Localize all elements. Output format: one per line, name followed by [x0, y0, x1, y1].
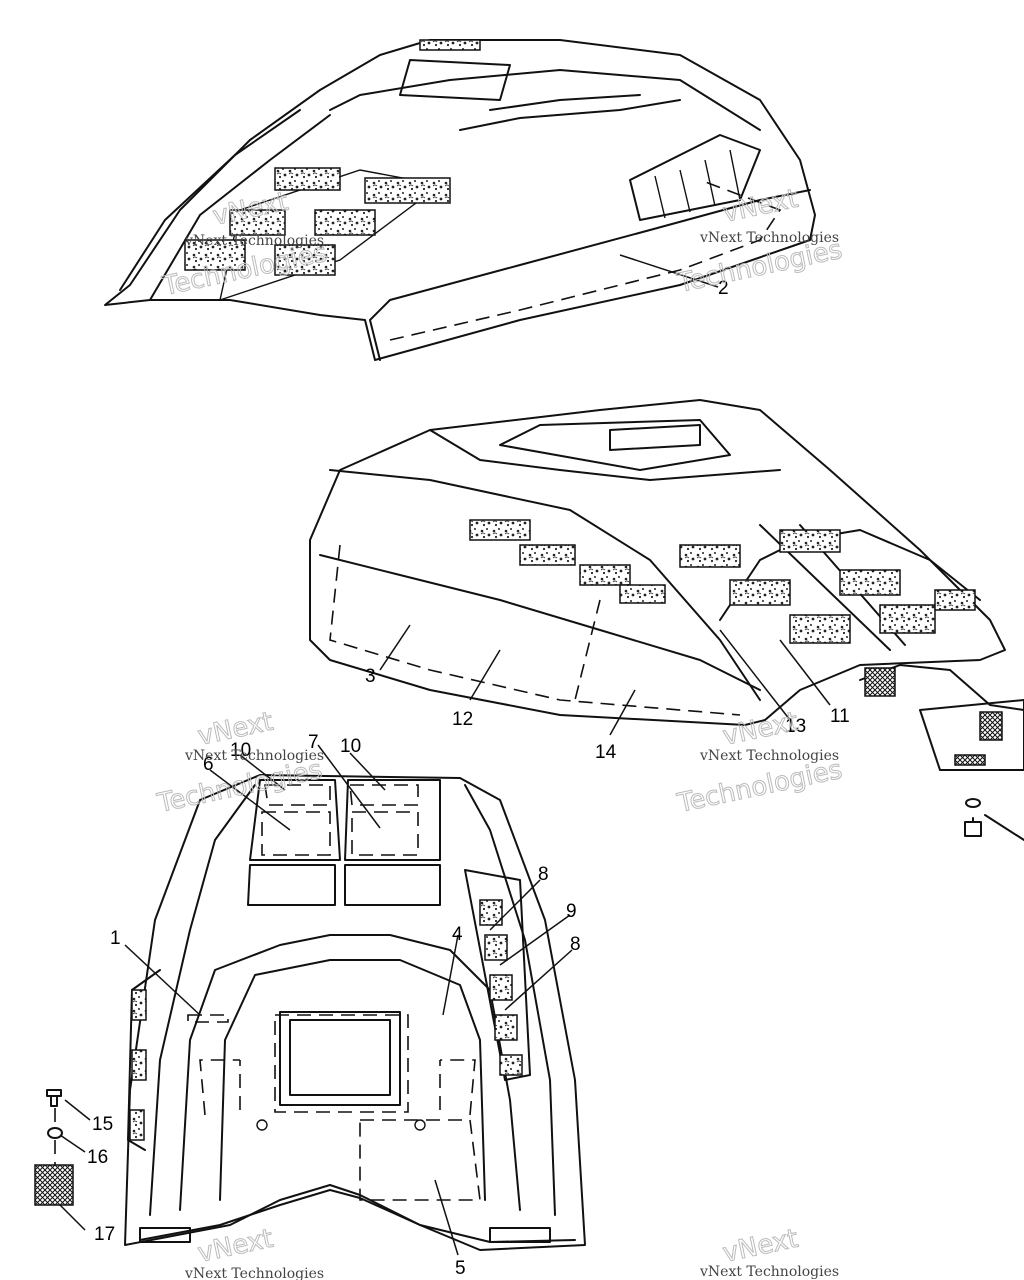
callout-4: 4 — [452, 924, 463, 945]
watermark-text: vNext Technologies — [184, 1266, 324, 1280]
watermark-text: vNext Technologies — [699, 230, 839, 246]
vent-grille-exploded — [859, 664, 1024, 841]
callout-8-upper: 8 — [538, 864, 549, 885]
callout-15: 15 — [92, 1114, 113, 1135]
callout-labels: 2 3 12 14 13 11 1 4 5 6 10 7 10 8 9 8 15… — [87, 278, 850, 1279]
callout-1: 1 — [110, 928, 121, 949]
callout-14: 14 — [595, 742, 617, 763]
watermark-text: vNext — [195, 1224, 276, 1269]
hood-front-view — [124, 774, 586, 1251]
watermark-text: Technologies — [154, 755, 325, 819]
callout-12: 12 — [452, 709, 473, 730]
watermark-text: vNext Technologies — [184, 233, 324, 249]
hood-side-view — [309, 399, 1006, 726]
leader-lines — [59, 254, 831, 1256]
washer-icon — [47, 1127, 63, 1139]
callout-8-lower: 8 — [570, 934, 581, 955]
fastener-set — [34, 1089, 74, 1206]
callout-13: 13 — [785, 716, 806, 737]
callout-16: 16 — [87, 1147, 108, 1168]
callout-6: 6 — [203, 754, 214, 775]
callout-3: 3 — [365, 666, 376, 687]
watermark-text: Technologies — [674, 755, 845, 819]
callout-9: 9 — [566, 901, 577, 922]
watermark-text: vNext — [720, 184, 801, 229]
hood-top-view — [104, 39, 816, 361]
watermark-text: vNext — [720, 707, 801, 752]
screw-icon — [964, 817, 982, 837]
callout-10-right: 10 — [340, 736, 361, 757]
screw-icon — [46, 1089, 62, 1107]
watermark-text: vNext Technologies — [184, 748, 324, 764]
callout-17: 17 — [94, 1224, 115, 1245]
watermark-text: vNext Technologies — [699, 748, 839, 764]
callout-10-left: 10 — [230, 740, 251, 761]
vent-screen-icon — [34, 1164, 74, 1206]
watermarks: vNext Technologies vNext Technologies vN… — [154, 183, 846, 1280]
watermark-text: vNext Technologies — [699, 1264, 839, 1280]
callout-11: 11 — [830, 706, 850, 727]
watermark-text: vNext — [720, 1224, 801, 1269]
washer-icon — [965, 798, 981, 808]
callout-5: 5 — [455, 1258, 466, 1279]
callout-7: 7 — [308, 732, 319, 753]
callout-2: 2 — [718, 278, 729, 299]
